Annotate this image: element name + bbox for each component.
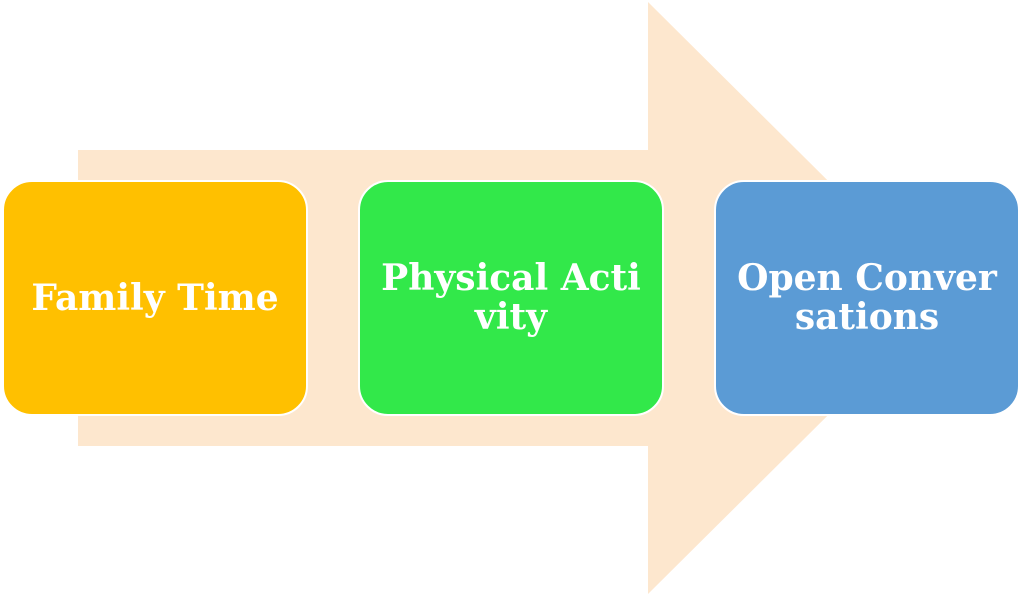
- step-label-family-time: Family Time: [31, 276, 279, 319]
- step-label-open-conversations: Open Conversations: [737, 257, 997, 338]
- step-box-open-conversations: Open Conversations: [714, 180, 1020, 416]
- step-box-family-time: Family Time: [2, 180, 308, 416]
- step-label-physical-activity: Physical Activity: [381, 257, 641, 338]
- step-box-physical-activity: Physical Activity: [358, 180, 664, 416]
